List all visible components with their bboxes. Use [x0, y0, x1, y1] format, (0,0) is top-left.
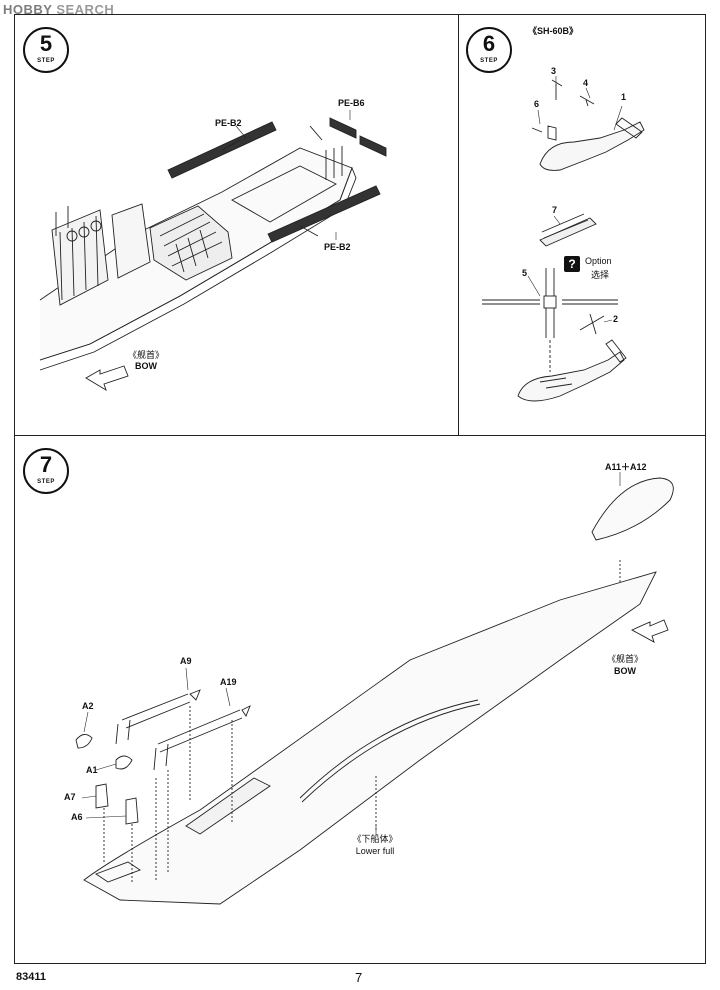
label-a7: A7: [64, 792, 76, 802]
bow-arrow-step7: [630, 619, 669, 643]
option-question-icon: ?: [564, 256, 580, 272]
label-pe-b2-top: PE-B2: [215, 118, 242, 128]
rotor-hub-parts: [539, 213, 597, 247]
helicopter-drawing-top: [531, 79, 645, 171]
panel-divider-vertical: [458, 14, 459, 435]
page-frame: [14, 14, 706, 964]
helicopter-drawing-bottom: [517, 339, 627, 402]
step-7-badge: 7 STEP: [23, 448, 69, 494]
lower-hull-drawing: [83, 560, 657, 905]
label-a1: A1: [86, 765, 98, 775]
option-label-cn: 选择: [591, 271, 610, 281]
label-a19: A19: [220, 677, 237, 687]
bow-label-en-step7: BOW: [614, 666, 636, 676]
lower-hull-label-cn: 《下船体》: [352, 835, 398, 845]
part-6-label: 6: [534, 99, 540, 109]
step-6-badge: 6 STEP: [466, 27, 512, 73]
part-1-label: 1: [621, 92, 627, 102]
label-a11-a12: A11＋A12: [605, 462, 647, 472]
label-pe-b2-bottom: PE-B2: [324, 242, 351, 252]
main-rotor-drawing: [482, 268, 618, 372]
bow-label-cn-step5: 《舰首》: [127, 351, 165, 361]
a11-a12-fairing-drawing: [591, 477, 674, 541]
label-a6: A6: [71, 812, 83, 822]
page-number: 7: [355, 970, 363, 985]
bow-arrow-step5: [85, 365, 129, 392]
part-7-label: 7: [552, 205, 558, 215]
product-code: 83411: [16, 971, 46, 983]
bow-label-cn-step7: 《舰首》: [606, 655, 644, 665]
hobby-search-watermark: HOBBY SEARCH: [3, 2, 115, 17]
label-a9: A9: [180, 656, 192, 666]
lower-hull-label-en: Lower full: [355, 846, 395, 856]
propeller-shafts-drawing: [75, 689, 251, 884]
part-4-label: 4: [583, 78, 589, 88]
part-3-label: 3: [551, 66, 557, 76]
sh-60b-title: 《SH-60B》: [527, 26, 579, 36]
part-2-label: 2: [613, 314, 619, 324]
step-5-badge: 5 STEP: [23, 27, 69, 73]
panel-divider-horizontal: [14, 435, 706, 436]
part-5-label: 5: [522, 268, 528, 278]
option-label-en: Option: [585, 256, 612, 266]
bow-label-en-step5: BOW: [135, 361, 157, 371]
label-pe-b6: PE-B6: [338, 98, 365, 108]
ship-deck-drawing: [39, 117, 387, 371]
label-a2: A2: [82, 701, 94, 711]
